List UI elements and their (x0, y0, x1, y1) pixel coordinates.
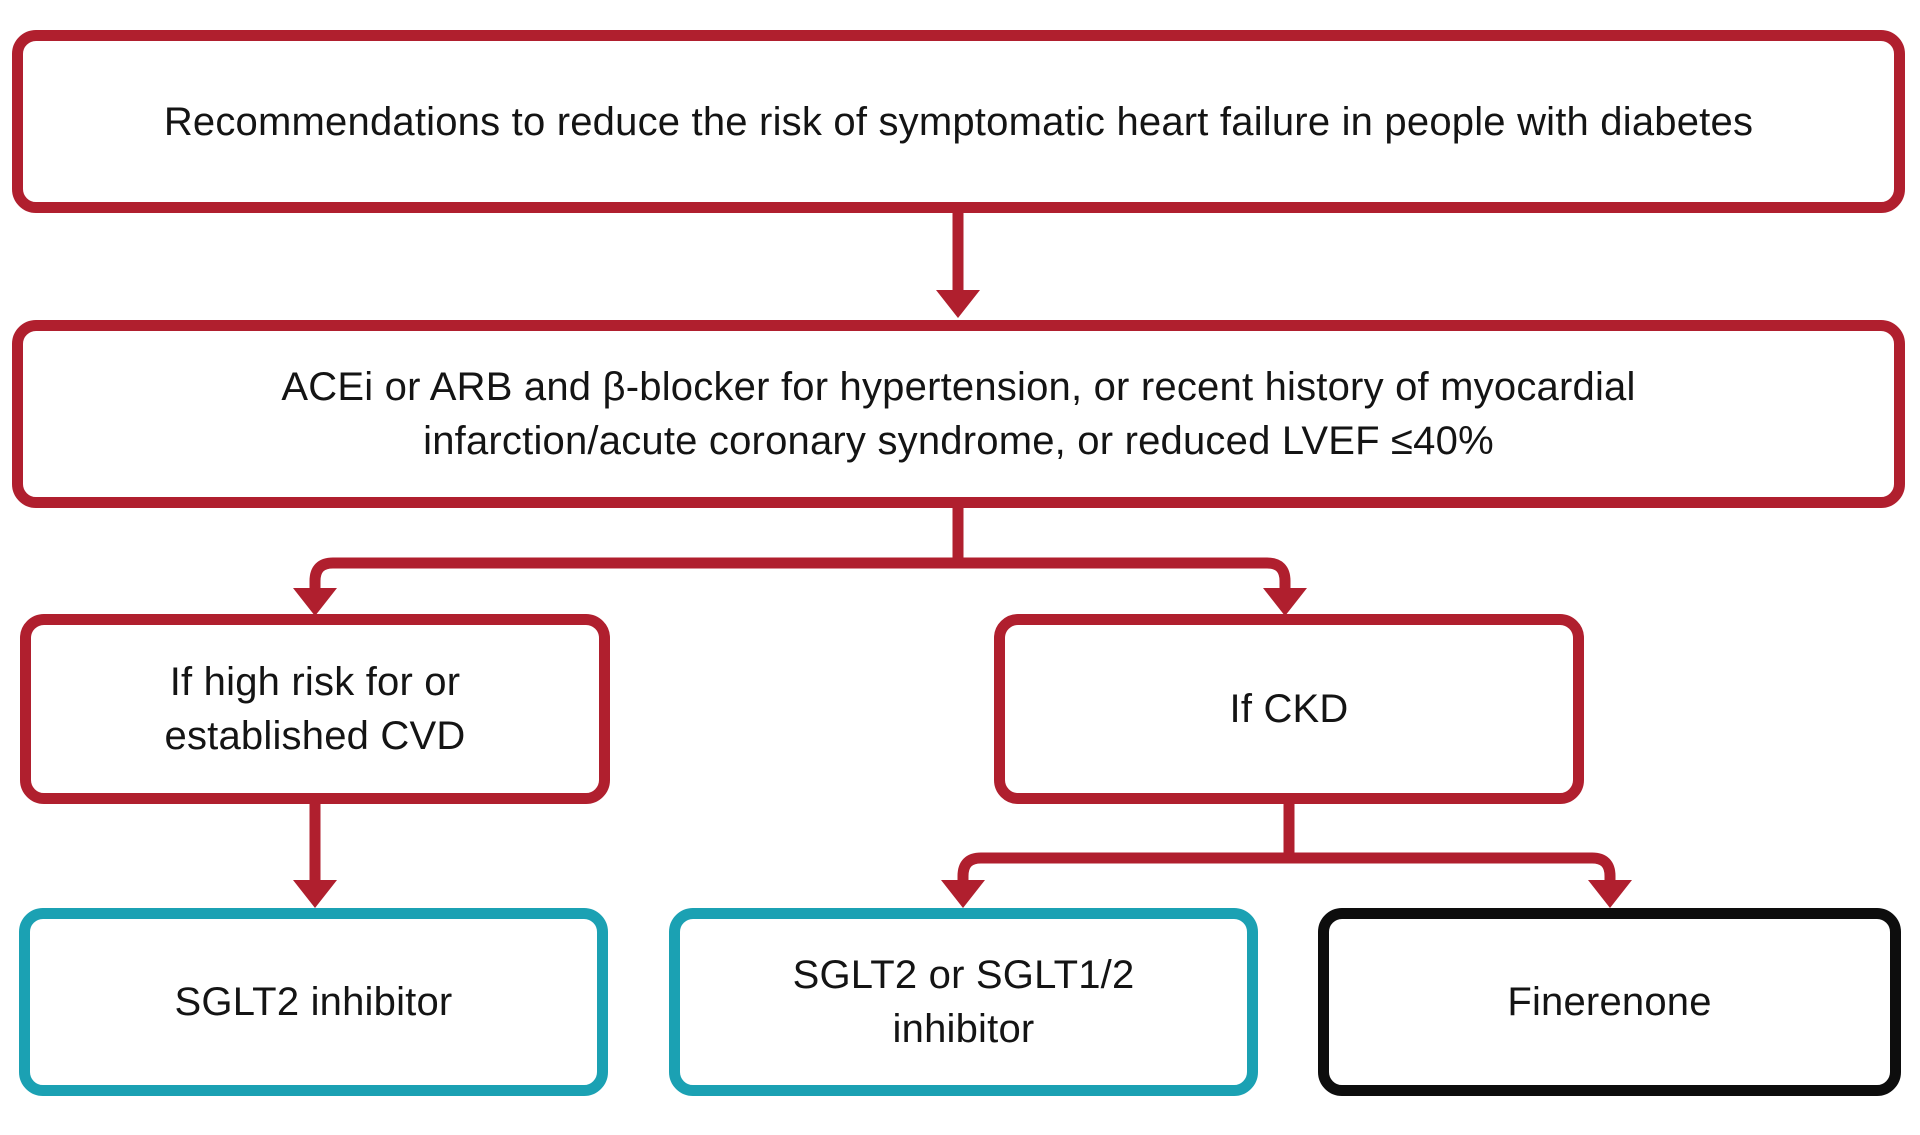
node-finerenone-label: Finerenone (1507, 980, 1712, 1024)
node-recommendations-label: Recommendations to reduce the risk of sy… (163, 99, 1754, 144)
connector-therapy-branch-rail (309, 557, 1291, 598)
node-sglt2-or-sglt12-inhibitor-label: SGLT2 or SGLT1/2 inhibitor (792, 953, 1135, 1051)
arrow-down-icon (1588, 880, 1632, 908)
arrow-down-icon (936, 290, 980, 318)
node-high-risk-cvd: If high risk for or established CVD (20, 614, 610, 804)
arrow-down-icon (1263, 588, 1307, 616)
arrow-down-icon (941, 880, 985, 908)
node-sglt2-or-sglt12-inhibitor: SGLT2 or SGLT1/2 inhibitor (669, 908, 1258, 1096)
node-if-ckd-label: If CKD (1229, 687, 1349, 731)
node-finerenone: Finerenone (1318, 908, 1901, 1096)
connector-ckd-branch-rail (957, 852, 1616, 892)
node-recommendations: Recommendations to reduce the risk of sy… (12, 30, 1905, 213)
node-sglt2-inhibitor: SGLT2 inhibitor (19, 908, 608, 1096)
node-acei-arb-bblocker: ACEi or ARB and β-blocker for hypertensi… (12, 320, 1905, 508)
node-if-ckd: If CKD (994, 614, 1584, 804)
node-high-risk-cvd-label: If high risk for or established CVD (164, 660, 466, 758)
arrow-down-icon (293, 880, 337, 908)
node-acei-arb-bblocker-label: ACEi or ARB and β-blocker for hypertensi… (281, 365, 1636, 463)
node-sglt2-inhibitor-label: SGLT2 inhibitor (174, 980, 453, 1024)
arrow-down-icon (293, 588, 337, 616)
